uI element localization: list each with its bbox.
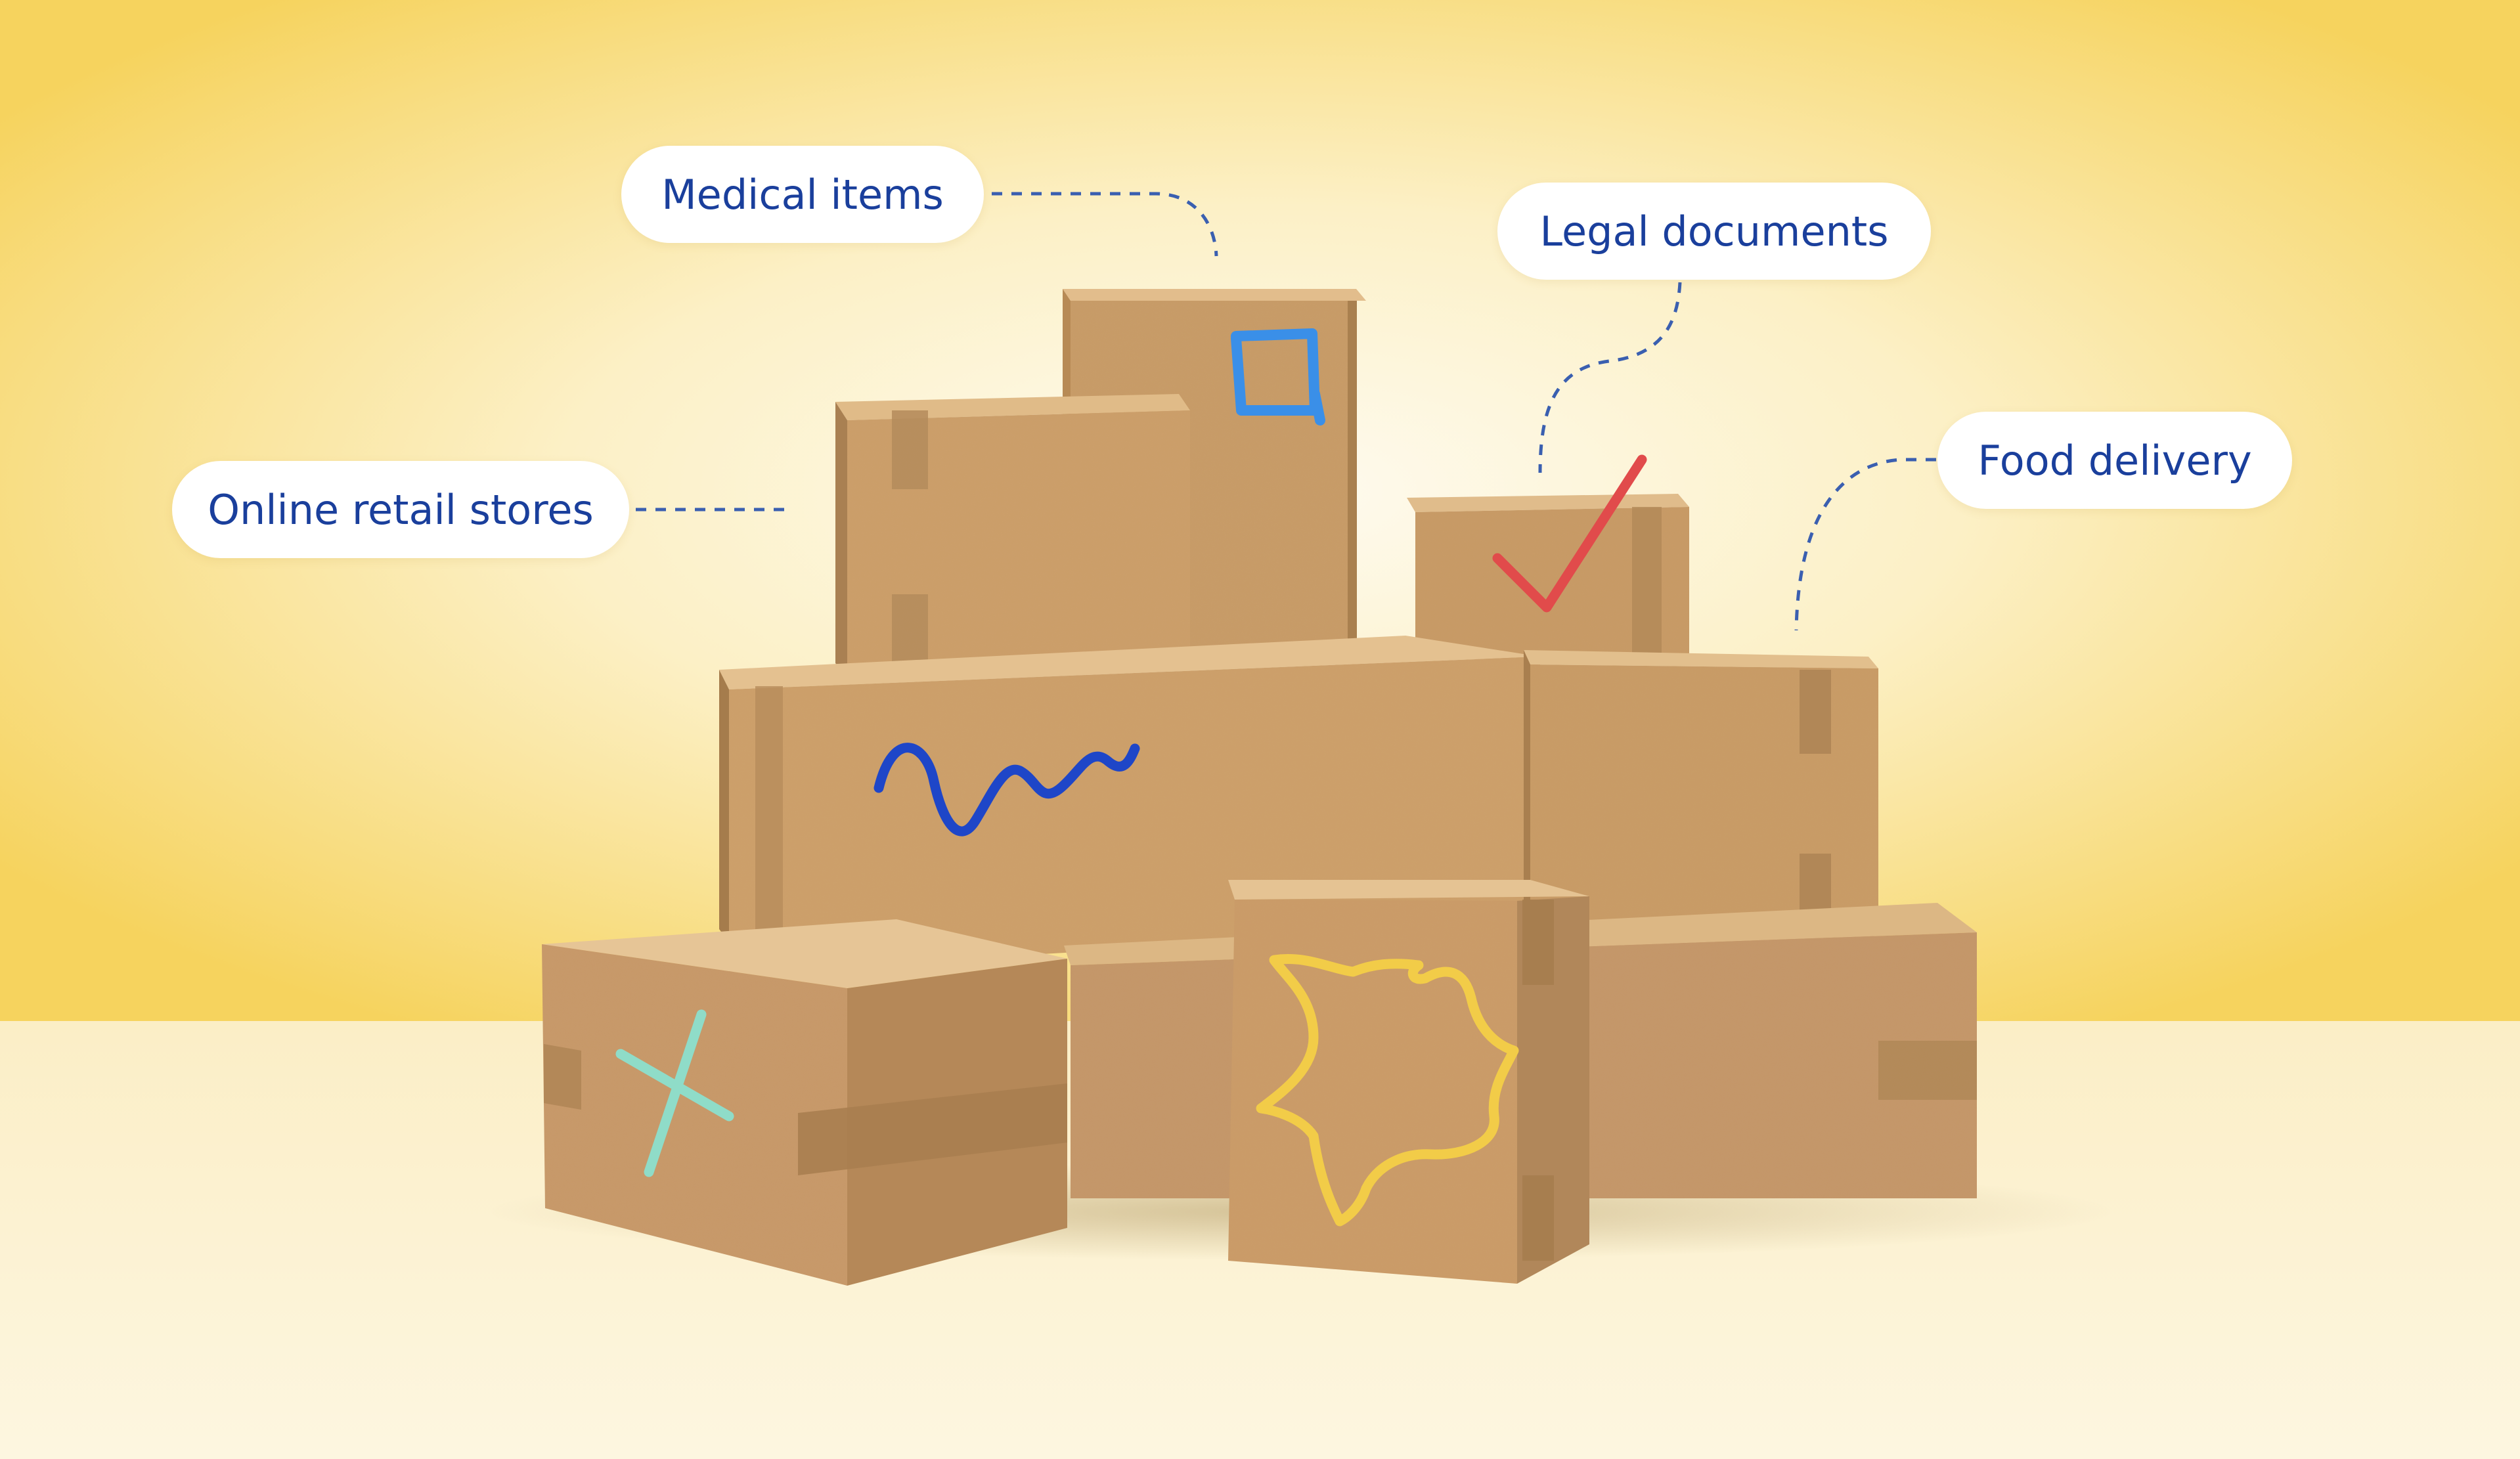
box-bottom-left: [542, 919, 1067, 1286]
starburst-doodle-icon: [1256, 954, 1519, 1227]
label-medical-items: Medical items: [621, 146, 984, 243]
label-legal-documents: Legal documents: [1497, 183, 1931, 280]
box-small-right: [1407, 494, 1689, 660]
cross-doodle-icon: [615, 1009, 734, 1177]
box-front-cube: [1228, 880, 1589, 1284]
checkmark-doodle-icon: [1492, 454, 1647, 613]
label-online-retail-stores: Online retail stores: [172, 461, 629, 558]
connector-food: [1794, 458, 1936, 631]
square-doodle-icon: [1231, 328, 1325, 425]
box-right-middle: [1524, 650, 1878, 952]
squiggle-doodle-icon: [873, 743, 1140, 837]
label-food-delivery: Food delivery: [1937, 412, 2292, 509]
box-small-cube: [835, 394, 1190, 676]
